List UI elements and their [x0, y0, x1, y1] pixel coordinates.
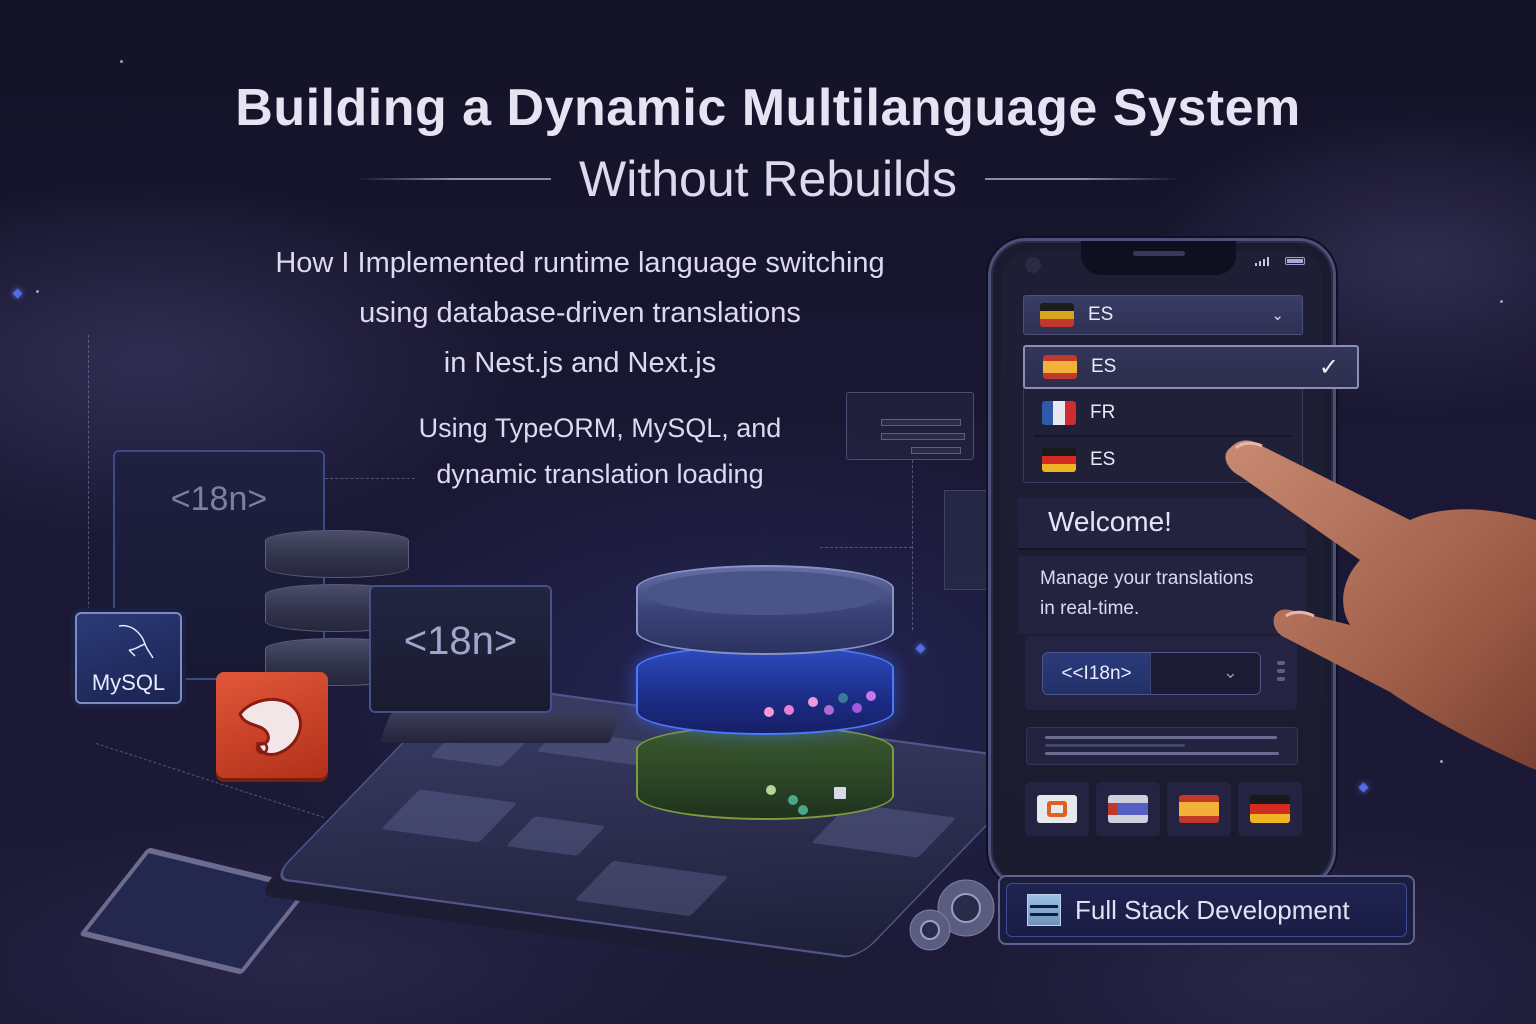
star: [120, 60, 123, 63]
menu-icon: [1027, 894, 1061, 926]
database-illustration: [636, 565, 894, 830]
flag-tiles: [1025, 782, 1302, 836]
camera-icon: [1025, 257, 1041, 273]
flag-germany-icon: [1250, 795, 1290, 823]
language-dropdown[interactable]: ES ⌄: [1023, 295, 1303, 335]
language-option-es-selected[interactable]: ES ✓: [1023, 345, 1359, 389]
tech-line: Using TypeORM, MySQL, and: [418, 413, 782, 443]
star: [1440, 760, 1443, 763]
divider-left: [356, 178, 552, 180]
laptop-keyboard: [379, 713, 621, 743]
menu-separator: [1034, 435, 1292, 437]
laptop-i18n-label: <18n>: [403, 619, 518, 663]
more-options-icon[interactable]: [1277, 661, 1285, 681]
page-subtitle: Without Rebuilds: [579, 151, 957, 207]
flag-germany-icon: [1042, 448, 1076, 472]
full-stack-badge[interactable]: Full Stack Development: [998, 875, 1415, 945]
floating-window-card: [846, 392, 974, 460]
language-option-de[interactable]: ES: [1024, 438, 1304, 482]
database-layer-green: [636, 725, 894, 820]
placeholder-text-lines: [1026, 727, 1298, 765]
battery-icon: [1285, 257, 1305, 265]
dashed-line: [912, 460, 913, 630]
bird-logo-icon: [238, 697, 302, 756]
subtitle-row: Without Rebuilds: [0, 150, 1536, 208]
monitor-i18n-label: <18n>: [170, 480, 268, 518]
gears-icon: [909, 879, 995, 951]
description-line: in Nest.js and Next.js: [443, 347, 717, 379]
side-panel-card: [944, 490, 990, 590]
flag-tile-custom[interactable]: [1025, 782, 1089, 836]
tech-description: Using TypeORM, MySQL, and dynamic transl…: [340, 405, 860, 497]
database-layer-top: [636, 565, 894, 655]
description: How I Implemented runtime language switc…: [200, 238, 960, 388]
language-option-label: FR: [1090, 402, 1116, 423]
signal-icon: [1255, 257, 1269, 266]
divider-right: [984, 178, 1180, 180]
language-option-label: ES: [1090, 449, 1116, 470]
chevron-down-icon: ⌄: [1271, 306, 1284, 324]
dashed-line: [88, 335, 89, 675]
mysql-logo-tile: MySQL: [75, 612, 182, 704]
i18n-panel: <<I18n> ⌄: [1025, 636, 1297, 710]
dolphin-icon: [118, 624, 154, 659]
flag-serbia-icon: [1108, 795, 1148, 823]
language-option-label: ES: [1091, 356, 1117, 377]
dashed-line: [325, 478, 415, 479]
custom-logo-icon: [1037, 795, 1077, 823]
i18n-select-value: <<I18n>: [1043, 653, 1150, 694]
tech-line: dynamic translation loading: [436, 459, 764, 489]
dropdown-selected-value: ES: [1088, 304, 1114, 325]
phone-notch: [1081, 241, 1236, 275]
manage-text-line: Manage your translations: [1040, 568, 1254, 589]
welcome-card: Welcome!: [1018, 498, 1306, 550]
flag-mixed-icon: [1040, 303, 1074, 327]
i18n-select-toggle[interactable]: ⌄: [1150, 653, 1260, 694]
pointing-hand-illustration: [1225, 440, 1536, 770]
manage-text: Manage your translations in real-time.: [1040, 564, 1253, 624]
check-icon: ✓: [1318, 353, 1339, 381]
manage-text-line: in real-time.: [1040, 598, 1140, 619]
page-title: Building a Dynamic Multilanguage System: [235, 79, 1301, 137]
description-line: How I Implemented runtime language switc…: [275, 247, 885, 279]
laptop-illustration: <18n>: [369, 585, 552, 713]
welcome-text: Welcome!: [1048, 506, 1172, 537]
flag-tile-spain[interactable]: [1167, 782, 1231, 836]
flag-spain-icon: [1179, 795, 1219, 823]
star: [36, 290, 39, 293]
database-layer-blue: [636, 645, 894, 735]
chevron-down-icon: ⌄: [1222, 662, 1238, 683]
manage-card: Manage your translations in real-time.: [1018, 556, 1306, 634]
badge-label: Full Stack Development: [1075, 894, 1350, 925]
language-option-fr[interactable]: FR: [1024, 391, 1304, 435]
flag-france-icon: [1042, 401, 1076, 425]
flag-tile-germany[interactable]: [1238, 782, 1302, 836]
i18n-select[interactable]: <<I18n> ⌄: [1042, 652, 1261, 695]
mysql-label: MySQL: [91, 670, 166, 695]
dashed-line: [820, 547, 912, 548]
flag-tile-serbia[interactable]: [1096, 782, 1160, 836]
flag-spain-icon: [1043, 355, 1077, 379]
typeorm-logo-tile: [216, 672, 328, 778]
description-line: using database-driven translations: [359, 297, 801, 329]
star: [1500, 300, 1503, 303]
